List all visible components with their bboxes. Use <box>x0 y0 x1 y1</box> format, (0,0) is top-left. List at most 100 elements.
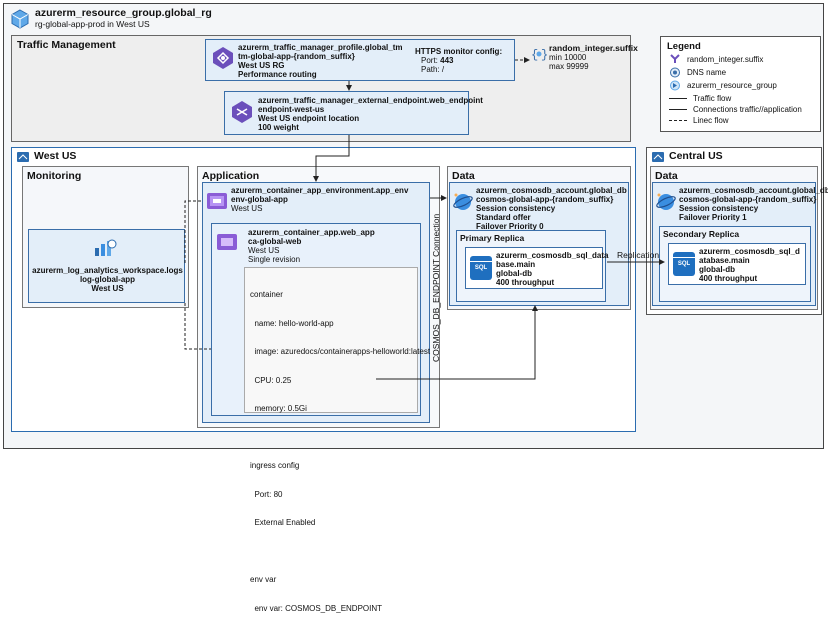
central-account-line-3: Session consistency <box>679 204 759 213</box>
west-account-line-2: cosmos-global-app-{random_suffix} <box>476 195 614 204</box>
west-data-title: Data <box>452 170 475 182</box>
logs-to-app-dashed <box>184 303 211 350</box>
svg-text:}: } <box>541 48 547 62</box>
legend-traffic-line <box>669 98 687 99</box>
config-line-3: image: azuredocs/containerapps-helloworl… <box>250 347 431 356</box>
config-line-10 <box>250 547 430 557</box>
random-integer-icon: {} <box>531 46 548 62</box>
west-us-title: West US <box>34 150 77 162</box>
primary-db-line-3: global-db <box>496 269 532 278</box>
legend-item-linec: Linec flow <box>693 116 729 125</box>
legend-rg-icon <box>669 80 681 91</box>
app-line-4: Single revision <box>248 255 301 264</box>
config-line-12: env var: COSMOS_DB_ENDPOINT <box>250 603 383 613</box>
config-line-5: memory: 0.5Gi <box>250 404 307 413</box>
legend-title: Legend <box>667 41 701 52</box>
env-to-logs-dashed <box>184 200 201 264</box>
config-line-4: CPU: 0.25 <box>250 375 292 385</box>
legend-item-traffic: Traffic flow <box>693 94 732 103</box>
endpoint-to-env-arrow <box>313 135 350 182</box>
secondary-sql-database-node[interactable]: SQL azurerm_cosmosdb_sql_d atabase.main … <box>668 243 806 285</box>
central-data-title: Data <box>655 170 678 182</box>
container-app-node[interactable]: azurerm_container_app.web_app ca-global-… <box>211 223 430 613</box>
endpoint-line-4: 100 weight <box>258 123 299 132</box>
config-line-9: External Enabled <box>250 518 316 527</box>
random-integer-title: random_integer.suffix <box>549 43 638 53</box>
legend-dns-icon <box>669 67 681 78</box>
secondary-db-line-2: atabase.main <box>699 256 750 265</box>
container-env-icon <box>205 189 229 213</box>
config-line-7: ingress config <box>250 461 300 470</box>
legend-item-random: random_integer.suffix <box>687 55 764 64</box>
legend: Legend random_integer.suffix DNS name az… <box>660 36 821 132</box>
legend-item-dns: DNS name <box>687 68 727 77</box>
cloud-icon-central <box>651 151 665 163</box>
monitor-port-label: Port: <box>421 56 438 65</box>
env-line-1: azurerm_container_app_environment.app_en… <box>231 186 409 195</box>
primary-db-line-2: base.main <box>496 260 536 269</box>
replication-label: Replication <box>617 250 660 260</box>
profile-line-4: Performance routing <box>238 70 317 79</box>
workspace-line-1: azurerm_log_analytics_workspace.logs <box>32 266 183 275</box>
endpoint-line-1: azurerm_traffic_manager_external_endpoin… <box>258 96 483 105</box>
central-us-title: Central US <box>669 150 723 162</box>
app-line-3: West US <box>248 246 280 255</box>
external-endpoint-node[interactable]: azurerm_traffic_manager_external_endpoin… <box>224 91 483 135</box>
central-account-line-1: azurerm_cosmosdb_account.global_db <box>679 186 828 195</box>
cosmosdb-icon <box>452 191 474 213</box>
sql-database-icon-central: SQL <box>673 252 695 276</box>
config-line-2: name: hello-world-app <box>250 318 334 328</box>
connector-layer <box>184 57 665 380</box>
profile-line-3: West US RG <box>238 61 285 70</box>
config-line-1: container <box>250 290 283 299</box>
workspace-line-2: log-global-app <box>79 275 136 284</box>
monitor-path-label: Path: <box>421 65 440 74</box>
secondary-replica-title: Secondary Replica <box>663 229 740 239</box>
west-cosmosdb-account-node[interactable]: azurerm_cosmosdb_account.global_db cosmo… <box>449 182 629 306</box>
application-title: Application <box>202 170 260 182</box>
cloud-icon <box>16 151 30 163</box>
legend-random-icon <box>669 54 681 64</box>
log-analytics-icon <box>93 238 117 258</box>
monitoring-title: Monitoring <box>27 170 82 182</box>
legend-connection-line <box>669 109 687 110</box>
primary-db-line-1: azurerm_cosmosdb_sql_data <box>496 251 609 260</box>
env-line-2: env-global-app <box>231 195 288 204</box>
svg-text:{: { <box>531 48 538 62</box>
endpoint-line-3: West US endpoint location <box>258 114 360 123</box>
secondary-db-line-1: azurerm_cosmosdb_sql_d <box>699 247 800 256</box>
primary-sql-database-node[interactable]: SQL azurerm_cosmosdb_sql_data base.main … <box>465 247 609 289</box>
sql-badge: SQL <box>474 265 488 271</box>
app-line-1: azurerm_container_app.web_app <box>248 228 375 237</box>
primary-replica-title: Primary Replica <box>460 233 525 243</box>
env-line-3: West US <box>231 204 263 213</box>
app-line-2: ca-global-web <box>248 237 302 246</box>
west-account-line-4: Standard offer <box>476 213 531 222</box>
config-line-11: env var <box>250 575 277 584</box>
secondary-replica-group: Secondary Replica SQL azurerm_cosmosdb_s… <box>659 226 811 302</box>
config-line-8: Port: 80 <box>250 489 283 499</box>
log-analytics-node[interactable]: azurerm_log_analytics_workspace.logs log… <box>28 229 185 303</box>
west-account-line-5: Failover Priority 0 <box>476 222 544 231</box>
central-account-line-2: cosmos-global-app-{random_suffix} <box>679 195 817 204</box>
sql-badge-central: SQL <box>677 261 691 267</box>
profile-line-1: azurerm_traffic_manager_profile.global_t… <box>238 43 403 52</box>
envvar-to-db-arrow <box>376 305 538 380</box>
central-cosmosdb-account-node[interactable]: azurerm_cosmosdb_account.global_db cosmo… <box>652 182 828 306</box>
secondary-db-line-4: 400 throughput <box>699 274 758 283</box>
monitor-title: HTTPS monitor config: <box>415 47 503 56</box>
endpoint-icon <box>230 100 254 124</box>
endpoint-line-2: endpoint-west-us <box>258 105 325 114</box>
west-account-line-1: azurerm_cosmosdb_account.global_db <box>476 186 627 195</box>
west-account-line-3: Session consistency <box>476 204 556 213</box>
legend-item-rg: azurerm_resource_group <box>687 81 777 90</box>
resource-group-name: azurerm_resource_group.global_rg <box>35 7 212 19</box>
traffic-manager-profile-node[interactable]: azurerm_traffic_manager_profile.global_t… <box>205 39 515 81</box>
random-integer-max: max 99999 <box>549 62 589 71</box>
random-integer-node[interactable]: {} random_integer.suffix min 10000 max 9… <box>531 44 638 78</box>
central-account-line-4: Failover Priority 1 <box>679 213 747 222</box>
legend-item-connections: Connections traffic//application <box>693 105 802 114</box>
traffic-management-title: Traffic Management <box>17 39 116 51</box>
monitor-port-value: 443 <box>440 56 454 65</box>
secondary-db-line-3: global-db <box>699 265 735 274</box>
